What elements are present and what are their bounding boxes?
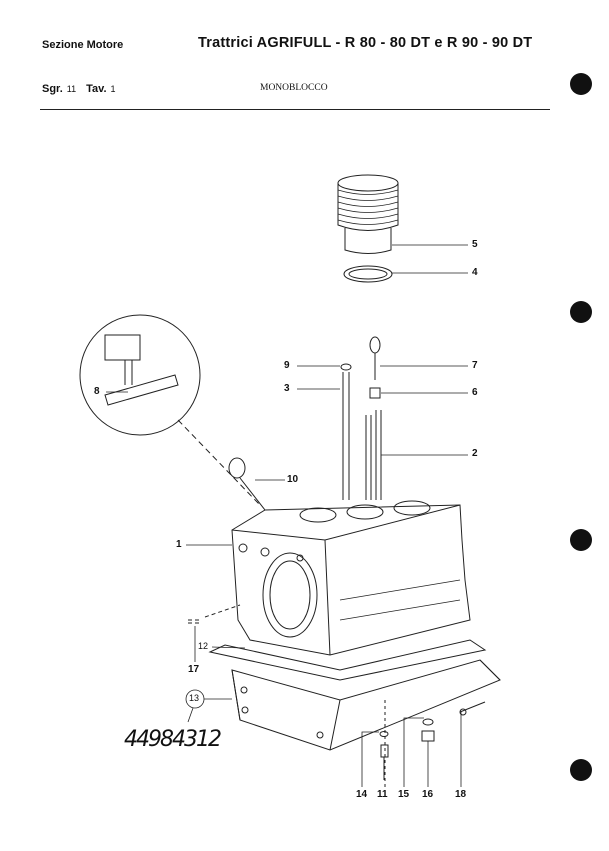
header-divider xyxy=(40,109,550,110)
callout-label: 15 xyxy=(398,789,410,800)
callout-label: 13 xyxy=(189,693,200,703)
leader-lines xyxy=(106,244,468,787)
callout-label: 9 xyxy=(284,360,290,371)
sgr-label: Sgr. xyxy=(42,83,63,95)
callout-label: 16 xyxy=(422,789,434,800)
sgr-value: 11 xyxy=(66,84,77,94)
callout-label: 5 xyxy=(472,239,478,250)
punch-hole-icon xyxy=(570,301,592,323)
callout-label: 4 xyxy=(472,267,478,278)
callout-label: 10 xyxy=(287,474,299,485)
diagram-subtitle: MONOBLOCCO xyxy=(260,83,328,93)
callout-label: 18 xyxy=(455,789,467,800)
section-name: Sezione Motore xyxy=(42,39,124,51)
callout-label: 14 xyxy=(356,789,368,800)
studs-drawing xyxy=(340,363,382,500)
callout-label: 17 xyxy=(188,664,200,675)
punch-hole-icon xyxy=(570,73,592,95)
callout-label: 3 xyxy=(284,383,290,394)
callout-label: 11 xyxy=(377,789,388,800)
punch-hole-icon xyxy=(570,759,592,781)
callout-label: 7 xyxy=(472,360,478,371)
tav-value: 1 xyxy=(110,84,116,94)
handwritten-part-number: 44984312 xyxy=(124,727,222,752)
detail-inset-drawing xyxy=(79,314,261,506)
oil-pan-drawing xyxy=(231,659,501,790)
group-reference: Sgr.11 Tav.1 xyxy=(42,83,126,95)
tav-label: Tav. xyxy=(86,83,107,95)
callout-label: 8 xyxy=(94,386,100,397)
engine-block-drawing xyxy=(231,500,471,656)
callout-label: 1 xyxy=(176,539,182,550)
callout-label: 12 xyxy=(198,641,209,651)
gasket-drawing xyxy=(208,639,487,681)
callout-label: 6 xyxy=(472,387,478,398)
cylinder-liner-drawing xyxy=(337,174,399,283)
punch-hole-icon xyxy=(570,529,592,551)
page-title: Trattrici AGRIFULL - R 80 - 80 DT e R 90… xyxy=(198,35,533,51)
callout-label: 2 xyxy=(472,448,478,459)
